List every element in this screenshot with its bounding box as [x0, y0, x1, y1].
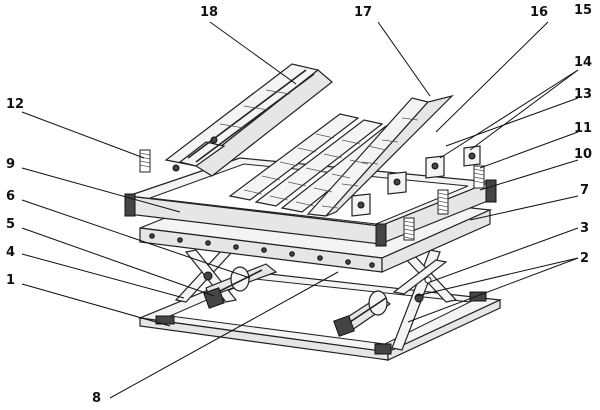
label-16: 16 — [530, 5, 548, 20]
part-labels: 1 2 3 4 5 6 7 8 9 10 11 12 13 14 15 16 1… — [6, 3, 592, 406]
raised-buffer-bar — [164, 63, 333, 177]
label-14: 14 — [574, 55, 592, 70]
frame-bolt-holes — [149, 233, 375, 268]
label-9: 9 — [6, 157, 15, 172]
hydraulic-cylinders — [203, 263, 392, 337]
buffer-bars — [228, 94, 454, 217]
leader-lines — [21, 21, 579, 399]
label-5: 5 — [6, 217, 15, 232]
label-7: 7 — [580, 183, 589, 198]
label-8: 8 — [92, 391, 101, 406]
label-1: 1 — [6, 273, 15, 288]
label-17: 17 — [354, 5, 372, 20]
label-18: 18 — [200, 5, 218, 20]
label-2: 2 — [580, 251, 589, 266]
label-13: 13 — [574, 87, 592, 102]
label-3: 3 — [580, 221, 589, 236]
label-12: 12 — [6, 97, 24, 112]
bar-ribs — [243, 117, 419, 209]
label-6: 6 — [6, 189, 15, 204]
label-11: 11 — [574, 121, 592, 136]
label-15: 15 — [574, 3, 592, 18]
label-10: 10 — [574, 147, 592, 162]
side-brackets — [351, 145, 481, 217]
label-4: 4 — [6, 245, 15, 260]
